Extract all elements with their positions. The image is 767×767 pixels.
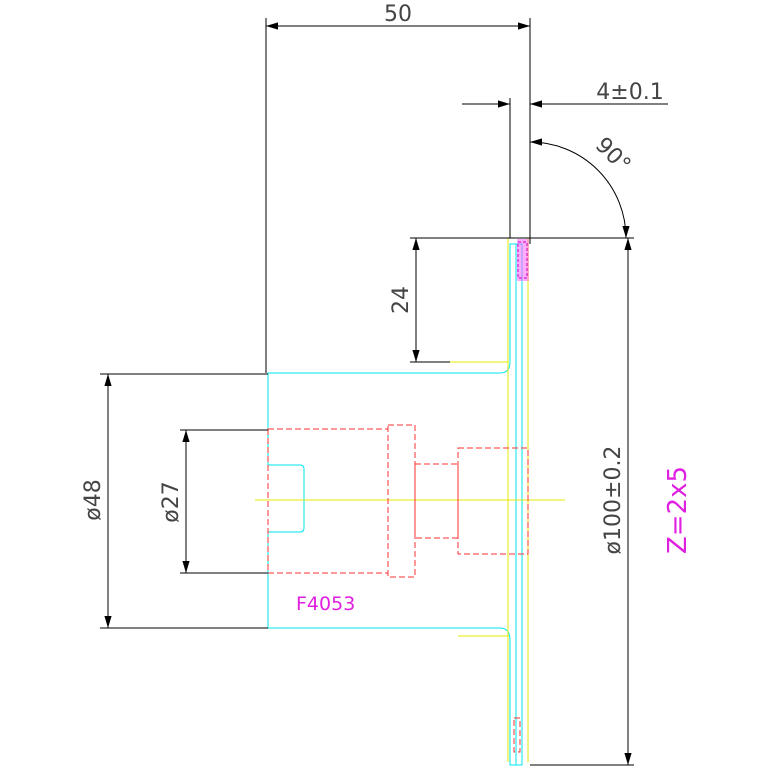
- dim-text-outer-diameter: ø100±0.2: [601, 446, 626, 555]
- dim-text-step-height: 24: [389, 286, 414, 314]
- teeth-spec-label: Z=2x5: [663, 466, 693, 554]
- center-lines: [255, 238, 565, 762]
- dimension-outer-diameter: [530, 238, 634, 766]
- dimension-hub-diameter: [100, 373, 268, 629]
- hidden-lines: [267, 424, 529, 753]
- dim-text-angle: 90°: [590, 133, 635, 178]
- flange-detail: [517, 239, 529, 281]
- dim-text-bore-diameter: ø27: [159, 481, 184, 522]
- dimension-length-50: [265, 18, 531, 373]
- dimension-flange-thickness: [462, 98, 668, 238]
- dimension-bore-diameter: [180, 429, 268, 574]
- dim-text-hub-diameter: ø48: [81, 479, 106, 520]
- part-code-label: F4053: [296, 593, 355, 615]
- part-profile: [267, 243, 523, 766]
- dim-text-length: 50: [384, 2, 412, 27]
- dimension-angle: [529, 138, 630, 239]
- dimension-step-height: [410, 237, 634, 363]
- dim-text-flange-thickness: 4±0.1: [596, 80, 663, 105]
